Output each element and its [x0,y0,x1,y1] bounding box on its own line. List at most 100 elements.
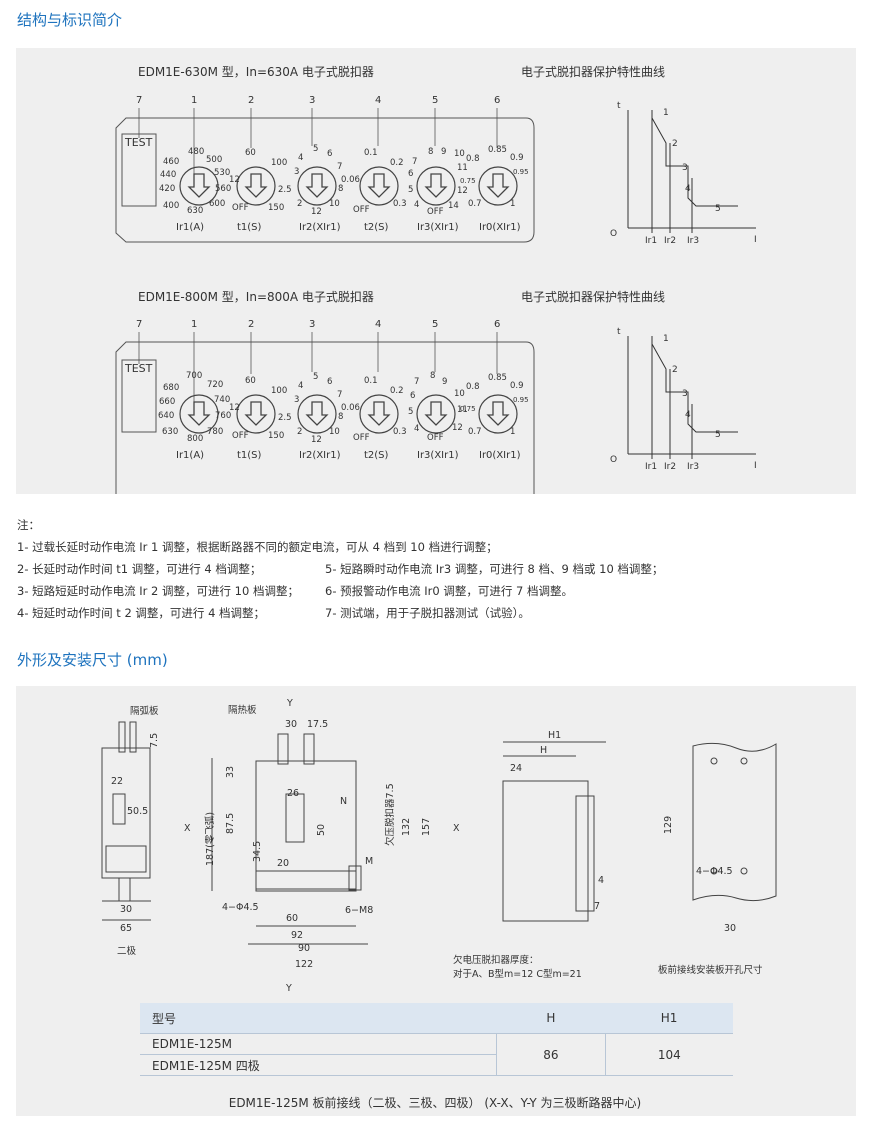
svg-text:7: 7 [136,319,142,330]
svg-text:1: 1 [191,319,197,330]
svg-text:680: 680 [163,383,179,393]
svg-text:4: 4 [375,319,381,330]
svg-text:2: 2 [297,199,302,209]
svg-text:I: I [754,235,757,245]
svg-text:欠电压脱扣器厚度：: 欠电压脱扣器厚度： [453,954,539,966]
svg-text:OFF: OFF [353,205,370,215]
svg-text:OFF: OFF [353,433,370,443]
svg-text:5: 5 [715,204,721,214]
svg-text:5: 5 [313,372,318,382]
svg-text:t1(S): t1(S) [237,222,262,233]
svg-text:Ir3(XIr1): Ir3(XIr1) [417,222,459,233]
svg-text:780: 780 [207,427,223,437]
svg-text:0.3: 0.3 [393,199,407,209]
trip-unit-panel: EDM1E-630M 型，In=630A 电子式脱扣器 7 1 2 3 4 5 … [16,48,856,515]
svg-text:34.5: 34.5 [252,841,263,862]
svg-text:92: 92 [291,930,303,941]
svg-text:12: 12 [229,175,240,185]
svg-text:30: 30 [120,904,132,915]
svg-text:12: 12 [457,186,468,196]
section-title-structure: 结构与标识简介 [17,11,123,29]
svg-text:122: 122 [295,959,313,970]
svg-text:H1: H1 [548,730,561,741]
table-value-h1: 104 [604,1033,733,1076]
table-header-model: 型号 [140,1003,497,1034]
svg-text:4: 4 [298,381,303,391]
svg-text:EDM1E-800M 型，In=800A 电子式脱扣器: EDM1E-800M 型，In=800A 电子式脱扣器 [138,289,374,304]
svg-text:2: 2 [248,319,254,330]
svg-text:24: 24 [510,763,522,774]
svg-text:5: 5 [715,430,721,440]
svg-text:100: 100 [271,158,287,168]
svg-text:640: 640 [158,411,174,421]
svg-text:7: 7 [337,390,342,400]
svg-text:6: 6 [494,319,500,330]
svg-text:0.95: 0.95 [513,168,529,176]
svg-text:1: 1 [663,108,669,118]
svg-text:480: 480 [188,147,204,157]
svg-text:7: 7 [337,162,342,172]
svg-text:10: 10 [329,199,340,209]
svg-text:Ir0(XIr1): Ir0(XIr1) [479,450,521,461]
svg-text:660: 660 [159,397,175,407]
svg-text:7: 7 [414,377,419,387]
svg-text:1: 1 [510,427,515,437]
svg-text:OFF: OFF [427,207,444,217]
svg-text:Y: Y [285,983,292,994]
svg-text:X: X [184,823,191,834]
svg-text:0.8: 0.8 [466,382,480,392]
svg-text:I: I [754,461,757,471]
svg-text:100: 100 [271,386,287,396]
svg-text:0.3: 0.3 [393,427,407,437]
svg-text:65: 65 [120,923,132,934]
svg-text:Ir2(XIr1): Ir2(XIr1) [299,222,341,233]
svg-text:Ir1: Ir1 [645,236,657,246]
svg-text:2.5: 2.5 [278,185,292,195]
svg-text:0.7: 0.7 [468,427,482,437]
svg-text:700: 700 [186,371,202,381]
model-table: 型号 H H1 EDM1E-125M 86 104 EDM1E-125M 四极 [140,1003,733,1076]
svg-text:800: 800 [187,434,203,444]
figure-caption: EDM1E-125M 板前接线（二极、三极、四极） (X-X、Y-Y 为三极断路… [228,1096,642,1110]
svg-text:8: 8 [338,184,343,194]
svg-text:3: 3 [682,389,688,399]
svg-text:Ir3(XIr1): Ir3(XIr1) [417,450,459,461]
svg-text:Ir3: Ir3 [687,462,699,472]
svg-text:157: 157 [421,818,432,836]
svg-text:TEST: TEST [124,136,153,149]
svg-text:4: 4 [414,424,419,434]
svg-text:7: 7 [594,901,600,912]
svg-text:t2(S): t2(S) [364,450,389,461]
svg-text:12: 12 [452,423,463,433]
svg-text:Ir2(XIr1): Ir2(XIr1) [299,450,341,461]
svg-text:1: 1 [191,95,197,106]
svg-text:30: 30 [724,923,736,934]
svg-text:0.2: 0.2 [390,158,404,168]
svg-text:1: 1 [510,199,515,209]
table-row-model-1: EDM1E-125M [140,1033,497,1055]
svg-text:t: t [617,101,621,111]
svg-text:5: 5 [432,319,438,330]
svg-text:0.75: 0.75 [460,405,476,413]
svg-text:3: 3 [309,319,315,330]
svg-text:隔弧板: 隔弧板 [130,705,159,717]
svg-text:3: 3 [294,167,299,177]
svg-text:0.1: 0.1 [364,148,378,158]
svg-text:600: 600 [209,199,225,209]
svg-text:Ir2: Ir2 [664,462,676,472]
svg-text:Ir0(XIr1): Ir0(XIr1) [479,222,521,233]
notes-block: 注： 1- 过载长延时动作电流 Ir 1 调整，根据断路器不同的额定电流，可从 … [17,514,663,624]
svg-text:4−Φ4.5: 4−Φ4.5 [222,902,259,913]
svg-text:9: 9 [442,377,447,387]
svg-text:5: 5 [432,95,438,106]
svg-text:4: 4 [685,184,691,194]
svg-text:60: 60 [286,913,298,924]
svg-text:t1(S): t1(S) [237,450,262,461]
note-3: 3- 短路短延时动作电流 Ir 2 调整，可进行 10 档调整； [17,584,299,598]
svg-text:Y: Y [286,698,293,709]
svg-text:0.9: 0.9 [510,381,524,391]
table-header-h: H [496,1003,606,1034]
svg-text:10: 10 [329,427,340,437]
svg-text:0.75: 0.75 [460,177,476,185]
trip-unit-diagram: EDM1E-630M 型，In=630A 电子式脱扣器 7 1 2 3 4 5 … [115,64,757,515]
